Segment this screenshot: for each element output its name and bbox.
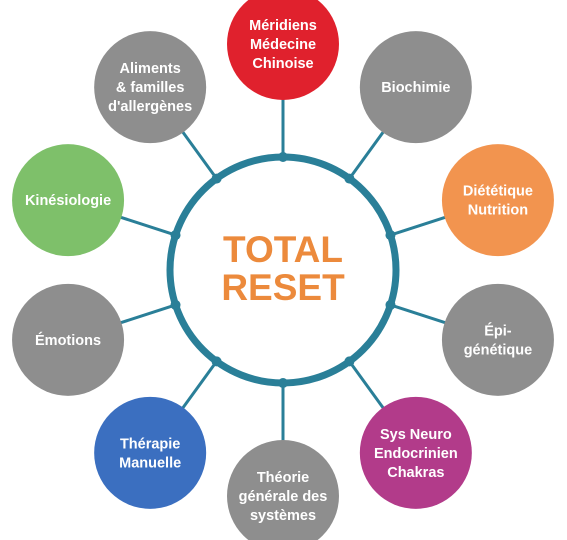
node-biochimie: Biochimie — [359, 31, 472, 144]
node-label-aliments: d'allergènes — [108, 99, 192, 115]
node-label-meridiens: Méridiens — [249, 18, 317, 34]
ring-dot-theorie — [278, 378, 288, 388]
connector-line-kinesiologie — [119, 215, 176, 237]
connector-line-aliments — [181, 130, 218, 180]
node-circle-theorie — [227, 440, 339, 540]
node-label-meridiens: Médecine — [250, 37, 316, 53]
node-label-sys-neuro: Endocrinien — [374, 446, 458, 462]
node-label-theorie: générale des — [239, 489, 328, 505]
ring-dot-biochimie — [344, 173, 355, 184]
node-label-theorie: systèmes — [250, 508, 316, 524]
node-circle-sys-neuro — [359, 396, 472, 509]
node-label-therapie: Thérapie — [120, 436, 180, 452]
ring-dot-dietetique — [385, 230, 396, 241]
node-emotions: Émotions — [12, 283, 125, 396]
node-label-dietetique: Nutrition — [468, 203, 528, 219]
center-title-line1: TOTAL — [223, 229, 343, 270]
node-circle-epigenetique — [441, 283, 554, 396]
node-label-kinesiologie: Kinésiologie — [25, 193, 111, 209]
connector-line-therapie — [181, 360, 218, 410]
connector-line-biochimie — [348, 130, 385, 180]
node-label-epigenetique: Épi- — [484, 322, 512, 339]
node-label-aliments: & familles — [116, 80, 185, 96]
node-label-meridiens: Chinoise — [252, 56, 313, 72]
node-circle-meridiens — [227, 0, 339, 100]
connector-line-dietetique — [390, 215, 447, 237]
node-epigenetique: Épi-génétique — [441, 283, 554, 396]
connector-line-sys-neuro — [348, 360, 385, 410]
node-circle-aliments — [94, 31, 207, 144]
node-kinesiologie: Kinésiologie — [12, 144, 125, 257]
ring-dot-aliments — [211, 173, 222, 184]
node-circle-biochimie — [359, 31, 472, 144]
node-label-biochimie: Biochimie — [381, 80, 450, 96]
node-label-emotions: Émotions — [35, 332, 101, 349]
node-label-sys-neuro: Chakras — [387, 465, 444, 481]
node-label-sys-neuro: Sys Neuro — [380, 427, 452, 443]
node-aliments: Aliments & familles d'allergènes — [94, 31, 207, 144]
node-group: MéridiensMédecineChinoiseBiochimieDiétét… — [12, 0, 554, 540]
node-label-dietetique: Diététique — [463, 184, 533, 200]
node-theorie: Théorie générale des systèmes — [227, 440, 339, 540]
ring-dot-epigenetique — [385, 299, 396, 310]
node-label-aliments: Aliments — [120, 61, 181, 77]
node-label-theorie: Théorie — [257, 470, 309, 486]
connector-line-epigenetique — [390, 303, 447, 325]
center-title-line2: RESET — [221, 267, 345, 308]
node-circle-therapie — [94, 396, 207, 509]
ring-dot-meridiens — [278, 152, 288, 162]
ring-dot-sys-neuro — [344, 356, 355, 367]
ring-dot-therapie — [211, 356, 222, 367]
node-label-therapie: Manuelle — [119, 455, 181, 471]
ring-dot-emotions — [170, 299, 181, 310]
node-circle-dietetique — [441, 144, 554, 257]
connector-group — [119, 99, 447, 441]
connector-line-emotions — [119, 303, 176, 325]
ring-dot-kinesiologie — [170, 230, 181, 241]
node-label-epigenetique: génétique — [464, 342, 532, 358]
node-circle-emotions — [12, 283, 125, 396]
node-circle-kinesiologie — [12, 144, 125, 257]
